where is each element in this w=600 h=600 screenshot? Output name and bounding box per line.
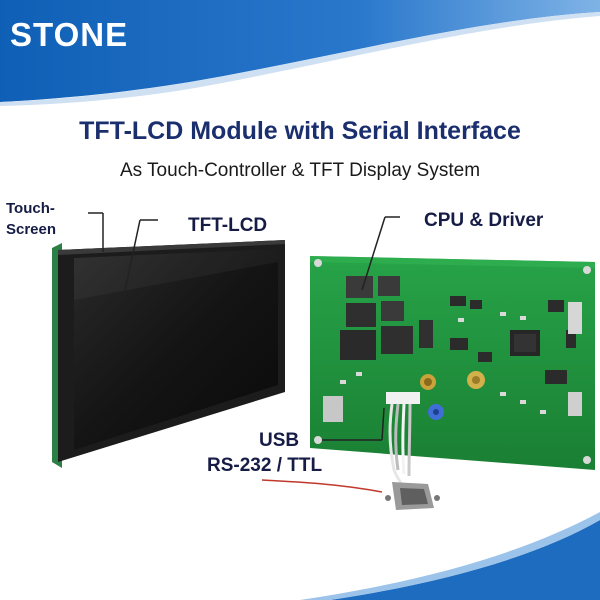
page-title: TFT-LCD Module with Serial Interface bbox=[79, 117, 521, 145]
db9-connector bbox=[385, 482, 440, 510]
bottom-banner-swoosh bbox=[330, 520, 600, 600]
brand-logo: STONE bbox=[10, 16, 129, 53]
touch-screen-label: Touch- Screen bbox=[6, 200, 57, 238]
rs232-ttl-label: RS-232 / TTL bbox=[207, 455, 323, 476]
tft-lcd-label: TFT-LCD bbox=[188, 215, 268, 236]
chip bbox=[381, 301, 404, 321]
chip bbox=[419, 320, 433, 348]
chip bbox=[340, 330, 376, 360]
cpu-driver-board bbox=[310, 256, 595, 470]
usb-label: USB bbox=[259, 430, 300, 451]
top-banner-swoosh bbox=[0, 0, 600, 102]
chip bbox=[378, 276, 400, 296]
chip bbox=[346, 276, 373, 298]
page-subtitle: As Touch-Controller & TFT Display System bbox=[119, 160, 481, 181]
cpu-driver-label: CPU & Driver bbox=[424, 210, 544, 231]
chip bbox=[381, 326, 413, 354]
lcd-screen bbox=[74, 249, 278, 450]
tft-lcd-module bbox=[52, 240, 285, 468]
chip bbox=[346, 303, 376, 327]
